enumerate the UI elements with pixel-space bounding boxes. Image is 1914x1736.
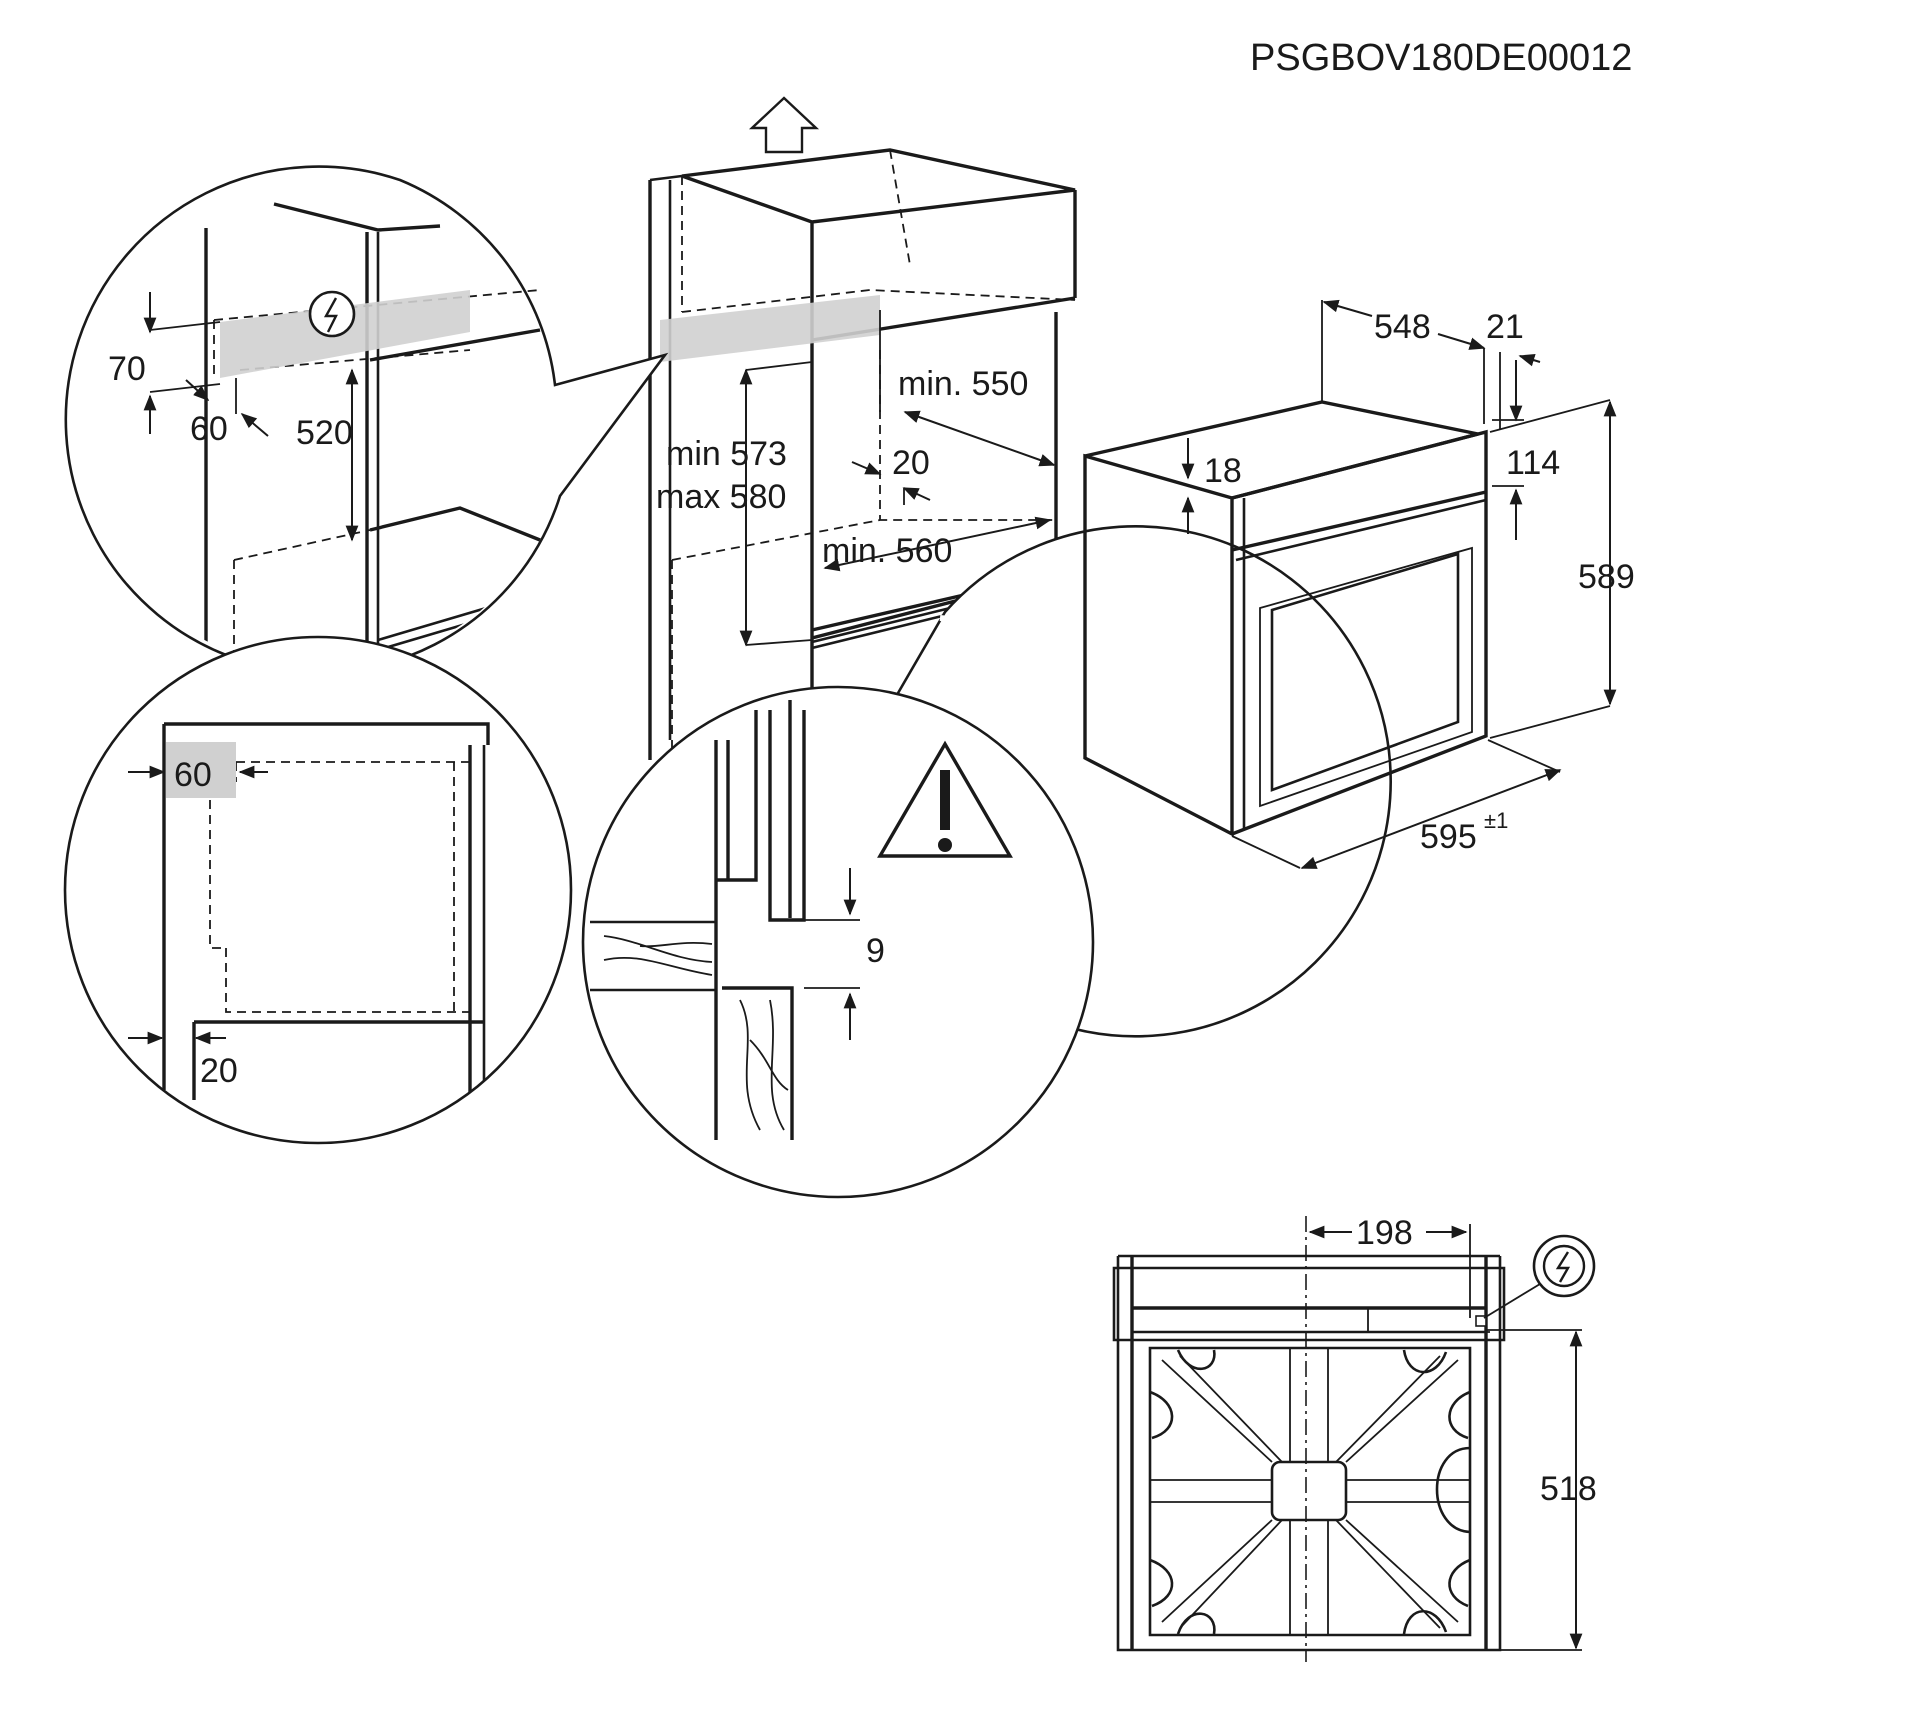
dim-589: 589: [1578, 558, 1635, 596]
dim-595-tolerance: ±1: [1484, 808, 1508, 833]
warning-icon: [877, 740, 1013, 858]
detail-circle-gap: [581, 525, 1392, 1199]
dim-min-573: min 573: [666, 435, 787, 473]
dim-595: 595: [1420, 818, 1477, 856]
dim-18: 18: [1204, 452, 1242, 490]
oven-body: [1083, 299, 1617, 869]
oven-top-view: [1112, 1216, 1596, 1662]
dim-60-side: 60: [174, 756, 212, 794]
electric-hazard-icon: [1532, 1234, 1596, 1298]
dim-114: 114: [1506, 444, 1560, 482]
dim-198: 198: [1356, 1214, 1413, 1252]
electric-hazard-icon: [308, 290, 356, 338]
dim-21: 21: [1486, 308, 1524, 346]
detail-circle-side: [63, 635, 573, 1145]
up-arrow-icon: [748, 96, 820, 154]
grill-grate: [1148, 1346, 1472, 1637]
detail-circle-top: [64, 165, 669, 674]
dim-20-side: 20: [200, 1052, 238, 1090]
dim-520: 520: [296, 414, 353, 452]
dim-20-niche: 20: [892, 444, 930, 482]
dim-9: 9: [866, 932, 885, 970]
dim-max-580: max 580: [656, 478, 786, 516]
dim-548: 548: [1374, 308, 1431, 346]
dim-70: 70: [108, 350, 146, 388]
dim-60-top: 60: [190, 410, 228, 448]
document-code: PSGBOV180DE00012: [1250, 37, 1632, 79]
dim-min-550: min. 550: [898, 365, 1028, 403]
dim-518: 518: [1540, 1470, 1597, 1508]
dim-min-560: min. 560: [822, 532, 952, 570]
